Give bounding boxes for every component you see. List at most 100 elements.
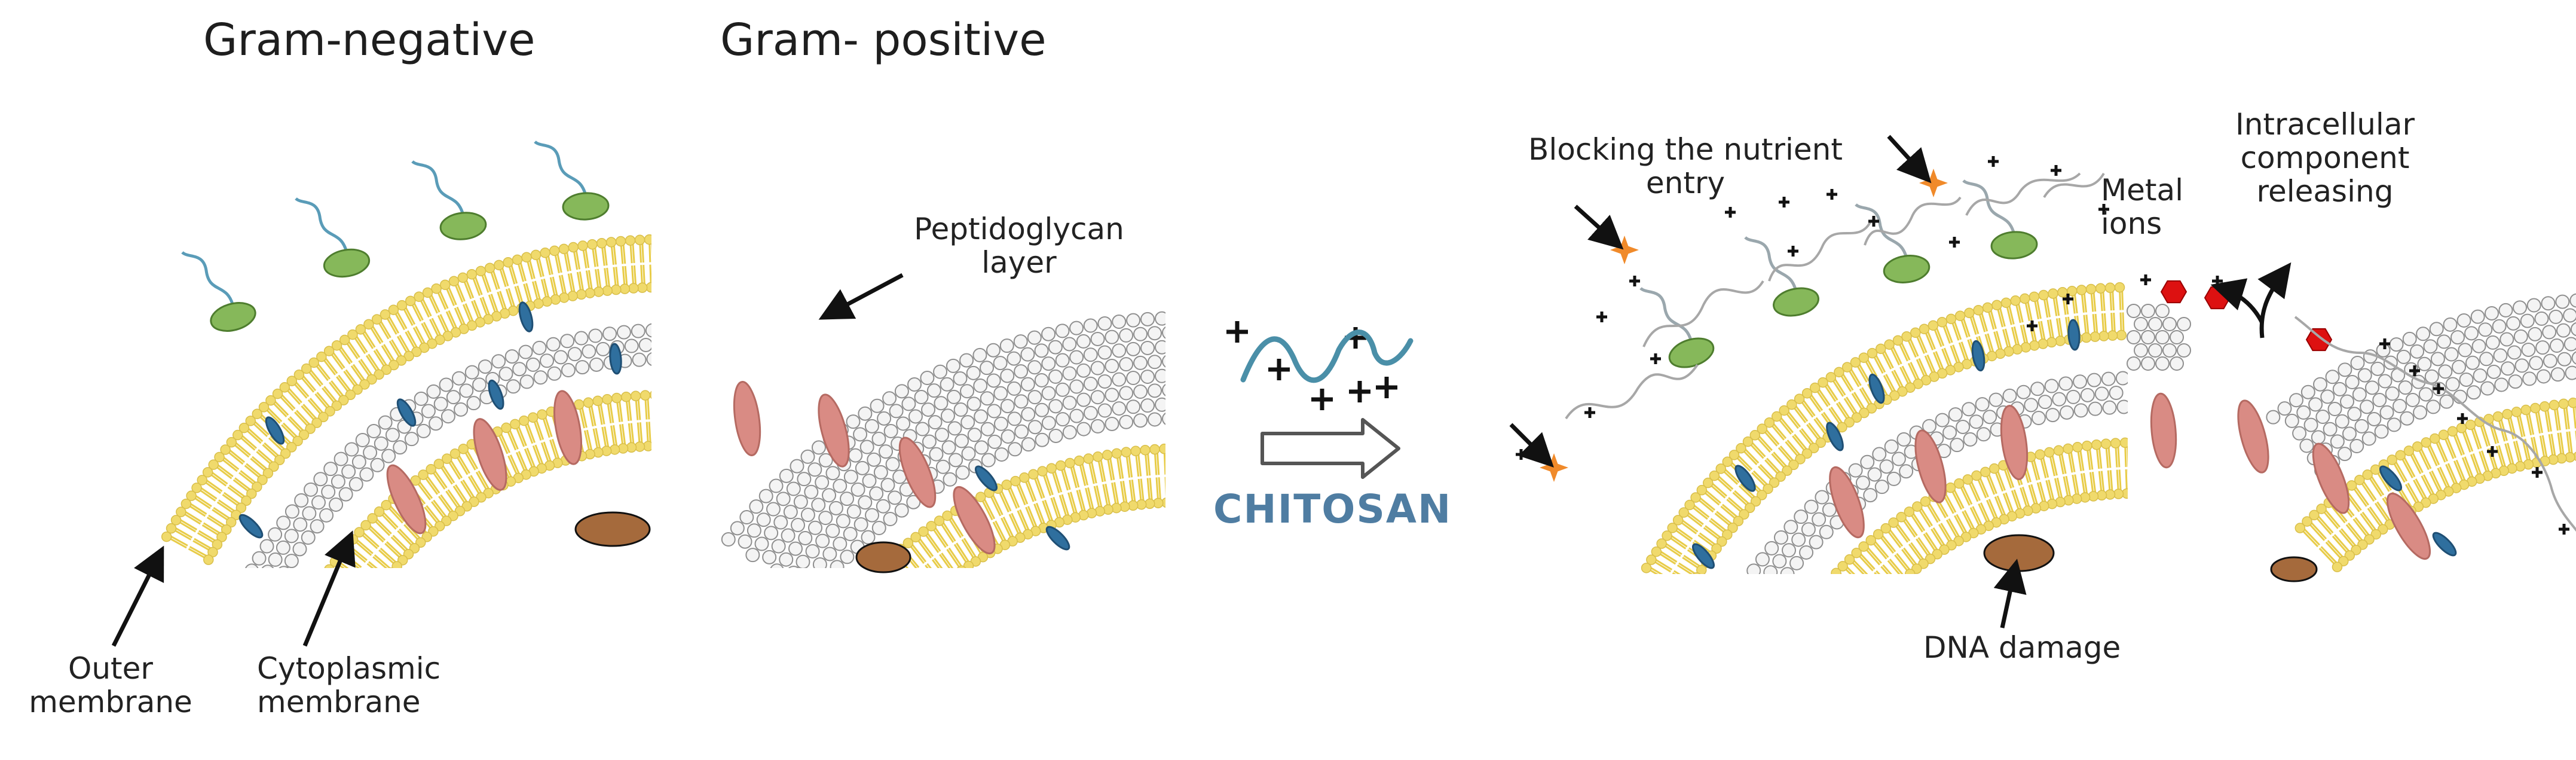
lipid-head [2439, 430, 2449, 439]
peptidoglycan-bead [888, 491, 901, 504]
lipid-tail [333, 613, 351, 623]
peptidoglycan-bead [830, 502, 843, 515]
peptidoglycan-bead [2293, 427, 2306, 440]
lipid-tail [894, 593, 909, 609]
lipid-head [503, 258, 513, 267]
peptidoglycan-bead [974, 410, 987, 423]
peptidoglycan-bead [1170, 340, 1183, 353]
peptidoglycan-bead [941, 409, 954, 422]
peptidoglycan-bead [277, 566, 290, 579]
lipid-tail [1821, 633, 1838, 645]
peptidoglycan-bead [1001, 339, 1014, 352]
peptidoglycan-bead [2549, 310, 2562, 323]
lipid-tail [640, 243, 641, 263]
peptidoglycan-bead [874, 466, 888, 479]
peptidoglycan-bead [787, 566, 800, 579]
lipid-tail [2126, 469, 2127, 490]
peptidoglycan-bead [435, 398, 448, 411]
peptidoglycan-bead [1892, 453, 1905, 466]
lipid-head [542, 297, 552, 306]
lipid-tail [2099, 448, 2101, 468]
peptidoglycan-bead [1063, 396, 1076, 410]
peptidoglycan-bead [1077, 364, 1090, 377]
peptidoglycan-bead [877, 412, 891, 425]
peptidoglycan-bead [2338, 447, 2351, 460]
peptidoglycan-bead [2309, 398, 2322, 411]
peptidoglycan-bead [1049, 341, 1062, 354]
lipid-head [1822, 663, 1832, 673]
lipid-tail [1849, 598, 1865, 612]
peptidoglycan-bead [1112, 402, 1125, 415]
lipid-head [1011, 477, 1020, 486]
peptidoglycan-bead [2177, 344, 2190, 357]
lipid-tail [625, 266, 627, 285]
lipid-head [828, 612, 838, 621]
peptidoglycan-bead [1141, 313, 1154, 326]
membrane-protein-blue [2430, 530, 2459, 558]
chitosan-chain [1243, 332, 1411, 380]
blocking-label-line2: entry [1494, 166, 1877, 200]
lipid-head [2011, 296, 2020, 306]
lipid-head [1852, 622, 1861, 631]
lipid-tail [1818, 638, 1834, 649]
peptidoglycan-bead [856, 462, 869, 475]
peptidoglycan-bead [923, 435, 936, 448]
lipid-tail [927, 564, 941, 581]
peptidoglycan-bead [2141, 357, 2155, 370]
peptidoglycan-bead [1105, 417, 1118, 431]
lipid-tail [920, 569, 934, 587]
peptidoglycan-bead [890, 404, 903, 417]
peptidoglycan-bead [2358, 369, 2372, 382]
lipid-tail [1828, 588, 1843, 602]
lipid-head [1846, 628, 1856, 638]
lipid-head [2111, 438, 2121, 448]
membrane-protein-blue [1044, 524, 1072, 553]
lipid-tail [644, 265, 645, 284]
lipid-tail [2355, 518, 2369, 535]
lipid-head [1905, 569, 1915, 579]
peptidoglycan-bead [804, 486, 818, 499]
lipid-tail [2339, 530, 2354, 547]
peptidoglycan-bead [1134, 356, 1147, 370]
peptidoglycan-bead [2465, 326, 2478, 340]
lipid-head [343, 630, 353, 639]
lipid-tail [850, 603, 867, 617]
lipid-tail [842, 612, 859, 626]
peptidoglycan-bead [1042, 357, 1055, 370]
peptidoglycan-bead [1162, 326, 1176, 339]
peptidoglycan-bead [2375, 425, 2388, 438]
lipid-tail [2091, 292, 2093, 312]
lipid-tail [848, 605, 865, 619]
peptidoglycan-bead [1134, 328, 1147, 341]
peptidoglycan-bead [339, 488, 353, 501]
peptidoglycan-bead [954, 403, 968, 416]
lipid-head [1836, 642, 1846, 652]
chitosan-label: CHITOSAN [1213, 487, 1452, 532]
lipid-tail [913, 575, 928, 592]
lipid-tail [1782, 651, 1800, 661]
peptidoglycan-bead [1747, 564, 1760, 577]
peptidoglycan-bead [782, 529, 795, 542]
lipid-head [1965, 308, 1974, 318]
lipid-tail [2117, 470, 2118, 490]
lipid-head [1841, 636, 1850, 645]
lipid-tail [1839, 610, 1855, 623]
lipid-head [616, 236, 626, 246]
lipid-head [626, 236, 635, 245]
lipid-head [2002, 298, 2011, 307]
peptidoglycan-bead [1070, 410, 1083, 423]
peptidoglycan-bead [801, 450, 815, 463]
peptidoglycan-bead [2386, 387, 2399, 400]
peptidoglycan-bead [1063, 337, 1076, 350]
lipid-head [528, 413, 538, 422]
peptidoglycan-bead [2440, 395, 2453, 408]
hexagon-icon [2161, 281, 2186, 303]
peptidoglycan-bead [1815, 491, 1828, 504]
peptidoglycan-bead [2558, 353, 2571, 366]
peptidoglycan-bead [994, 387, 1007, 400]
lipid-head [1981, 467, 1990, 477]
peptidoglycan-bead [1723, 600, 1736, 613]
lps-oval [1991, 230, 2038, 260]
lipid-head [2456, 423, 2466, 433]
peptidoglycan-bead [2513, 301, 2526, 314]
